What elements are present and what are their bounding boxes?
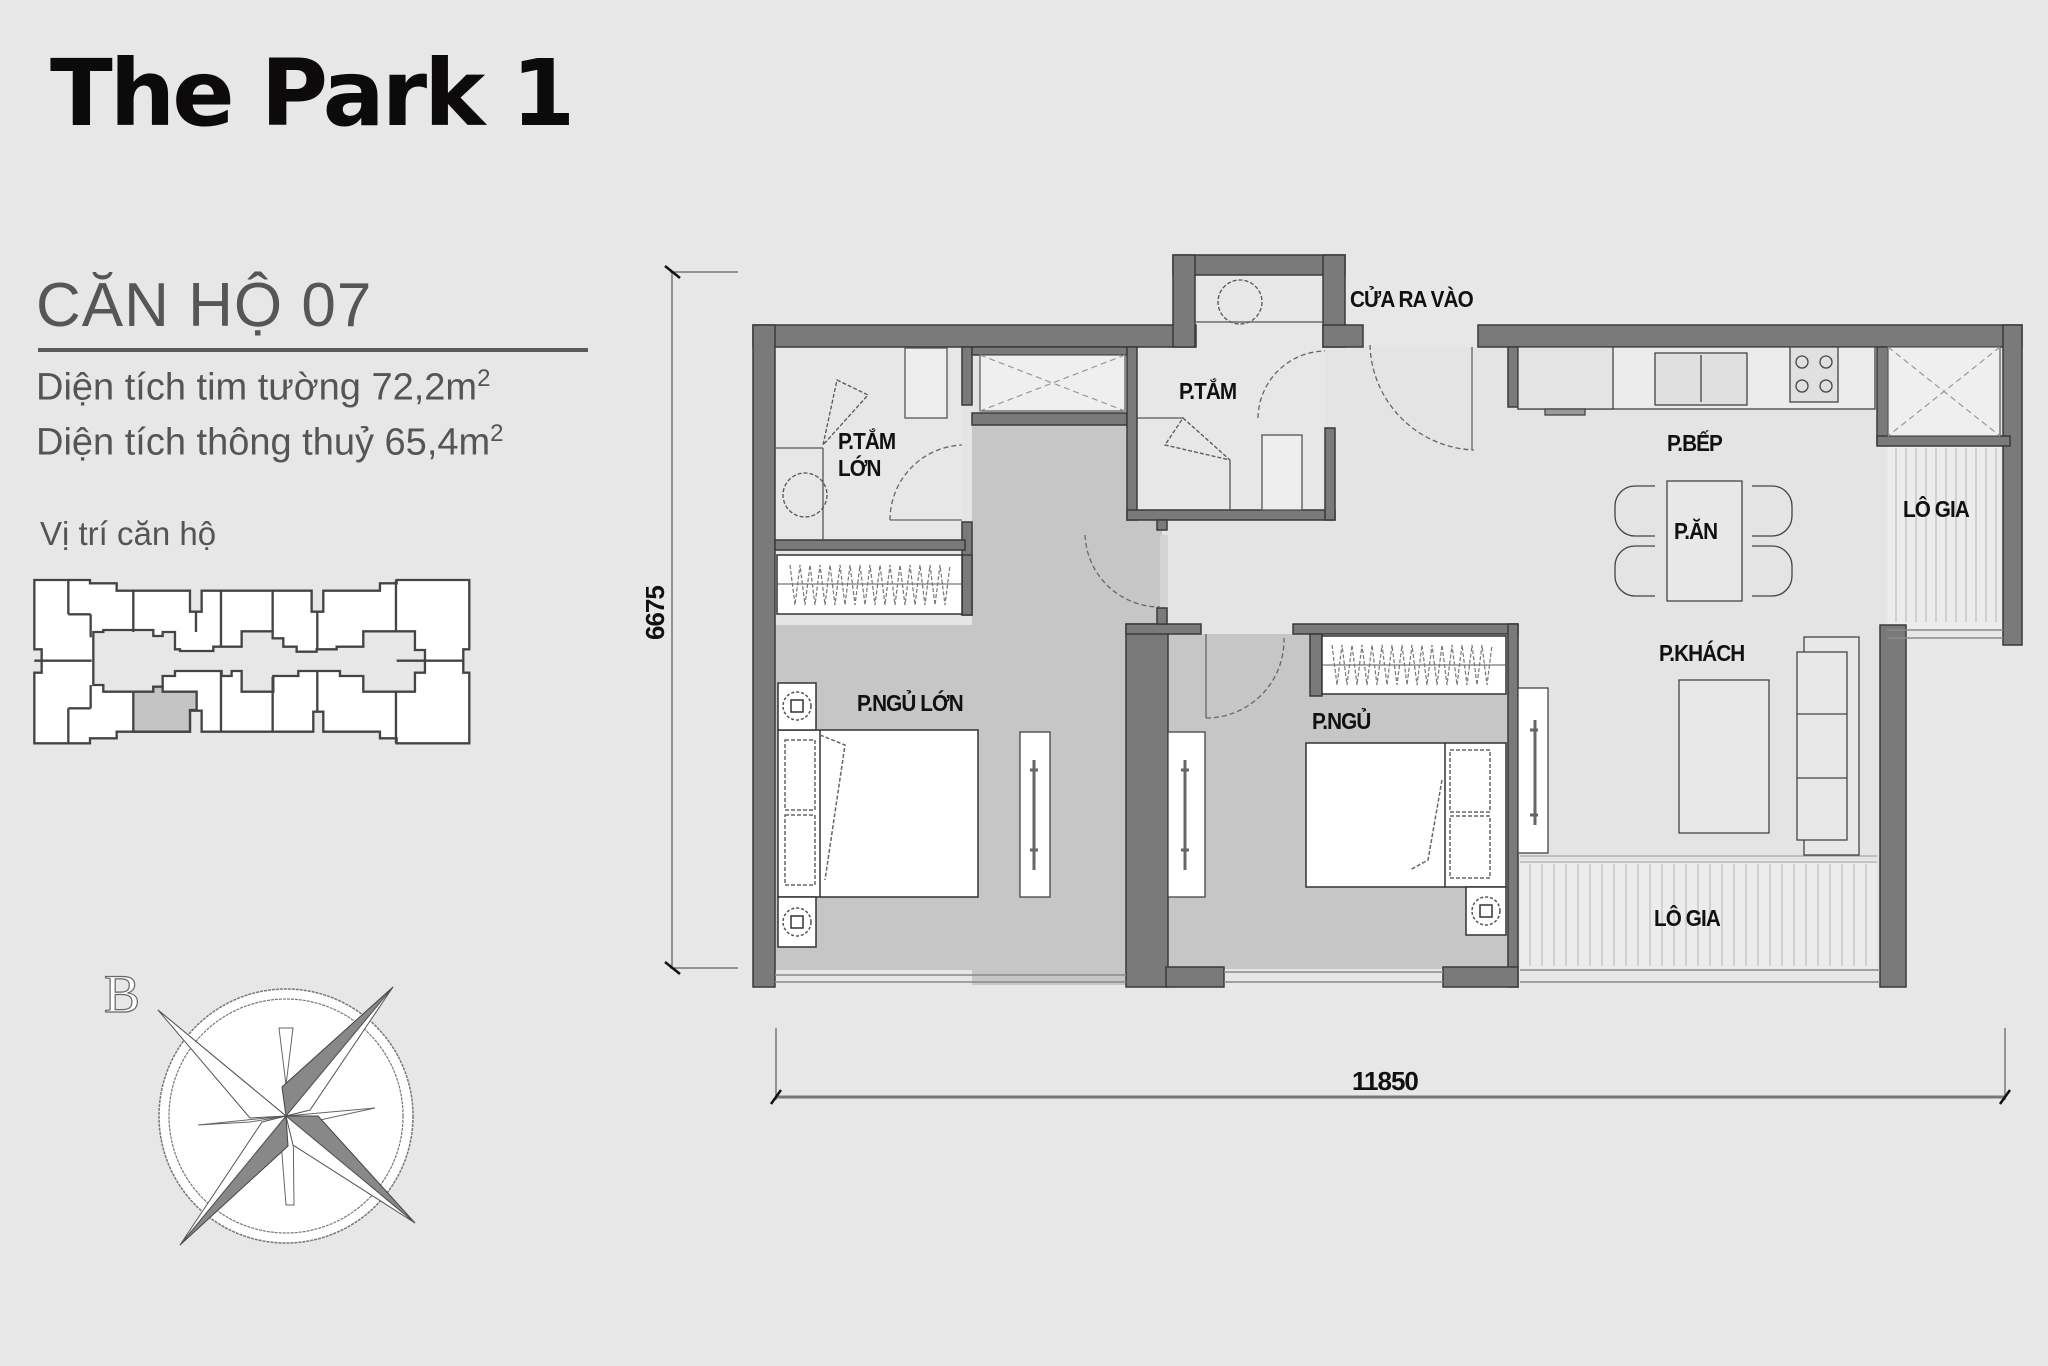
highlighted-unit xyxy=(132,685,198,733)
width-dimension: 11850 xyxy=(1352,1066,1419,1096)
room-label-line: P.TẮM xyxy=(838,428,896,454)
wardrobes xyxy=(776,554,1507,695)
net-area-unit-sup: 2 xyxy=(490,420,504,447)
beds xyxy=(777,682,1507,948)
room-label-kitchen: P.BẾP xyxy=(1667,430,1723,456)
room-label-living: P.KHÁCH xyxy=(1659,640,1745,666)
unit-name: CĂN HỘ 07 xyxy=(36,271,373,340)
bedroom-floor xyxy=(1166,634,1508,969)
net-area-text: Diện tích thông thuỷ 65,4m xyxy=(36,421,491,464)
room-label-bath: P.TẮM xyxy=(1179,378,1237,404)
loggia-side-floor xyxy=(1888,446,2010,630)
room-label-entrance: CỬA RA VÀO xyxy=(1350,286,1474,312)
room-label-dining: P.ĂN xyxy=(1674,518,1718,544)
north-label: B xyxy=(104,964,140,1024)
gross-area-text: Diện tích tim tường 72,2m xyxy=(36,366,478,409)
loggia-stripes xyxy=(1529,448,1997,966)
gross-area-unit-sup: 2 xyxy=(477,365,491,392)
room-label-front-loggia: LÔ GIA xyxy=(1654,905,1721,931)
shafts xyxy=(979,346,2001,437)
height-dimension: 6675 xyxy=(640,586,670,640)
room-label-master-bedroom: P.NGỦ LỚN xyxy=(857,690,964,716)
room-label-side-loggia: LÔ GIA xyxy=(1903,496,1970,522)
master-bedroom-floor xyxy=(775,625,1165,970)
kitchen-counter xyxy=(1517,346,1876,416)
divider xyxy=(38,348,588,352)
windows xyxy=(775,629,2003,983)
gross-area: Diện tích tim tường 72,2m2 xyxy=(36,365,490,410)
bathroom-fixtures xyxy=(775,279,1323,540)
net-area: Diện tích thông thuỷ 65,4m2 xyxy=(36,420,504,465)
hallway-floor xyxy=(972,425,1162,985)
tv-units xyxy=(1019,687,1549,898)
walls xyxy=(752,254,2023,988)
room-label-bedroom: P.NGỦ xyxy=(1312,708,1371,734)
page-title: The Park 1 xyxy=(50,40,575,147)
room-label-line: LỚN xyxy=(838,455,881,481)
location-label: Vị trí căn hộ xyxy=(40,515,217,552)
living-furniture xyxy=(1678,636,1860,856)
